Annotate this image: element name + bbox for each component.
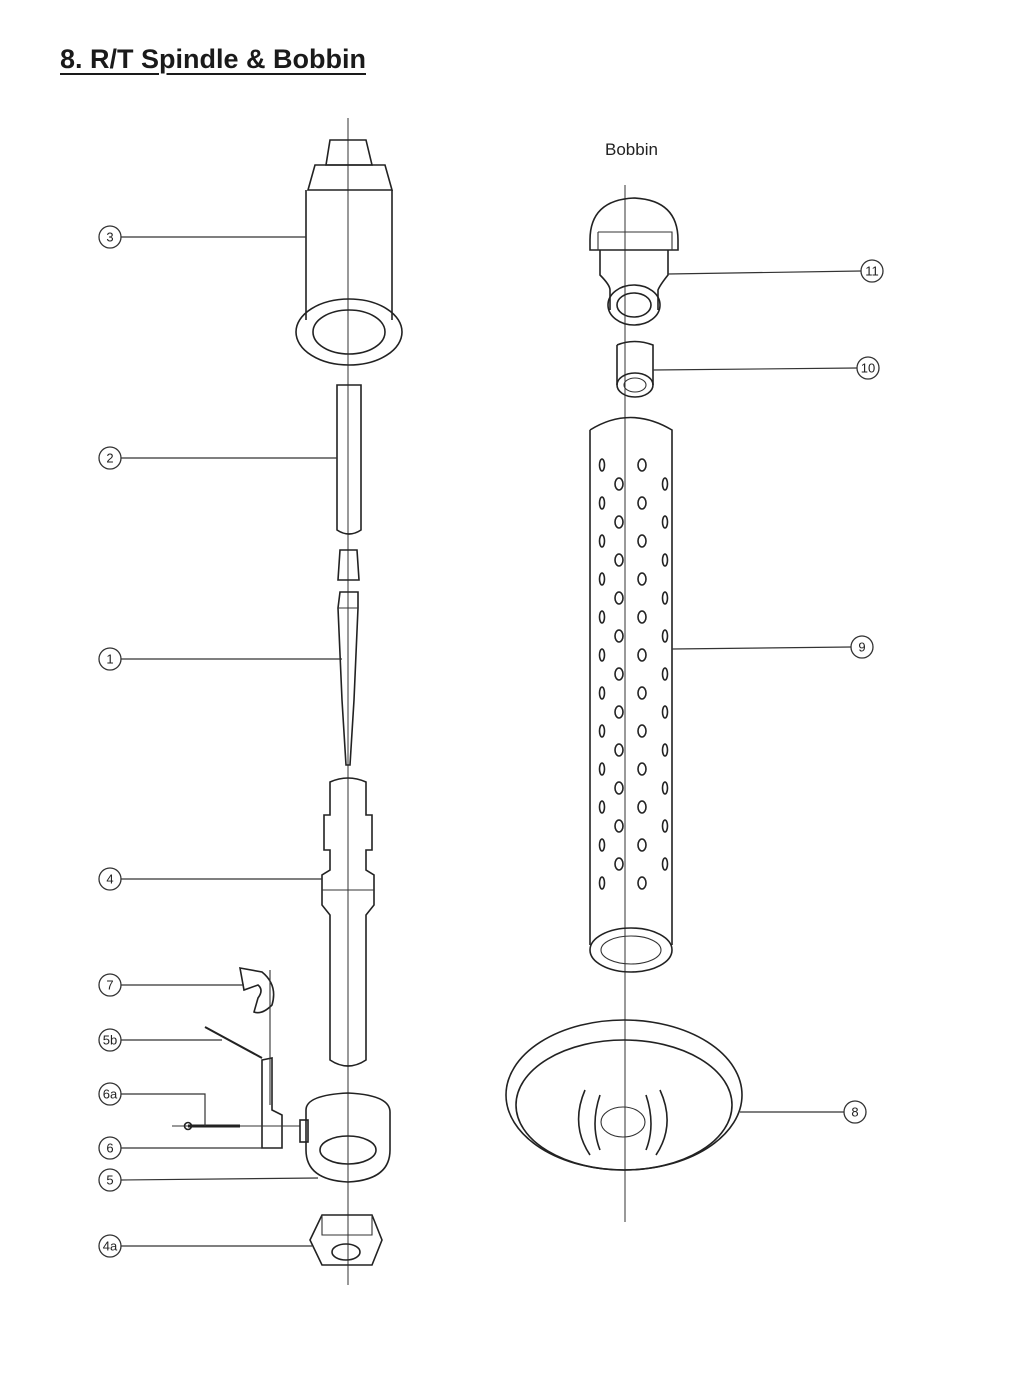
perforation-hole bbox=[661, 667, 669, 681]
svg-text:4a: 4a bbox=[103, 1239, 118, 1254]
callout-11: 11 bbox=[860, 259, 884, 283]
part-4-spindle-body bbox=[321, 777, 375, 1067]
part-5b-wire bbox=[204, 1026, 263, 1059]
perforation-hole bbox=[614, 477, 624, 491]
perforation-hole bbox=[614, 591, 624, 605]
perforation-hole bbox=[637, 838, 647, 852]
bobbin-heading: Bobbin bbox=[605, 140, 658, 159]
svg-text:5b: 5b bbox=[103, 1033, 117, 1048]
perforation-hole bbox=[661, 629, 669, 643]
perforation-hole bbox=[661, 553, 669, 567]
perforation-hole bbox=[598, 534, 606, 548]
perforation-hole bbox=[661, 781, 669, 795]
svg-text:7: 7 bbox=[106, 978, 113, 993]
perforation-hole bbox=[598, 610, 606, 624]
perforation-hole bbox=[637, 724, 647, 738]
callout-5: 5 bbox=[98, 1168, 122, 1192]
part-8-base bbox=[505, 1019, 743, 1171]
leader-lines bbox=[120, 236, 862, 1247]
perforation-hole bbox=[598, 762, 606, 776]
perforation-hole bbox=[598, 686, 606, 700]
part-6a-screw bbox=[172, 1121, 300, 1131]
callout-3: 3 bbox=[98, 225, 122, 249]
part-4a-nut bbox=[309, 1214, 383, 1266]
perforation-hole bbox=[661, 743, 669, 757]
callout-10: 10 bbox=[856, 356, 880, 380]
svg-text:8: 8 bbox=[851, 1105, 858, 1120]
perforation-hole bbox=[598, 496, 606, 510]
perforation-hole bbox=[661, 819, 669, 833]
part-1-spindle bbox=[337, 591, 359, 766]
svg-text:2: 2 bbox=[106, 451, 113, 466]
perforation-hole bbox=[614, 705, 624, 719]
callout-1: 1 bbox=[98, 647, 122, 671]
perforation-hole bbox=[598, 724, 606, 738]
perforation-hole bbox=[661, 857, 669, 871]
perforation-hole bbox=[661, 705, 669, 719]
svg-text:10: 10 bbox=[861, 361, 875, 376]
perforation-hole bbox=[598, 800, 606, 814]
svg-text:9: 9 bbox=[858, 640, 865, 655]
perforation-hole bbox=[598, 458, 606, 472]
perforation-hole bbox=[614, 819, 624, 833]
perforation-hole bbox=[614, 857, 624, 871]
perforation-hole bbox=[637, 762, 647, 776]
part-9-perforated-tube bbox=[589, 416, 673, 973]
perforation-hole bbox=[614, 667, 624, 681]
part-10-sleeve bbox=[616, 340, 654, 398]
perforation-hole bbox=[637, 534, 647, 548]
perforation-hole bbox=[614, 781, 624, 795]
perforation-hole bbox=[614, 515, 624, 529]
perforation-hole bbox=[661, 515, 669, 529]
callout-8: 8 bbox=[843, 1100, 867, 1124]
perforation-hole bbox=[637, 648, 647, 662]
callout-4: 4 bbox=[98, 867, 122, 891]
callout-2: 2 bbox=[98, 446, 122, 470]
svg-text:6: 6 bbox=[106, 1141, 113, 1156]
svg-text:11: 11 bbox=[865, 264, 879, 279]
perforation-hole bbox=[637, 686, 647, 700]
perforation-hole bbox=[661, 477, 669, 491]
perforation-hole bbox=[598, 572, 606, 586]
perforation-hole bbox=[637, 572, 647, 586]
perforation-hole bbox=[598, 838, 606, 852]
perforation-hole bbox=[614, 553, 624, 567]
perforation-hole bbox=[637, 800, 647, 814]
callout-4a: 4a bbox=[98, 1234, 122, 1258]
svg-text:1: 1 bbox=[106, 652, 113, 667]
callout-6: 6 bbox=[98, 1136, 122, 1160]
perforation-hole bbox=[661, 591, 669, 605]
svg-text:4: 4 bbox=[106, 872, 113, 887]
perforation-hole bbox=[637, 610, 647, 624]
part-6-bracket bbox=[261, 970, 283, 1149]
perforation-hole bbox=[637, 876, 647, 890]
perforation-hole bbox=[614, 629, 624, 643]
callout-7: 7 bbox=[98, 973, 122, 997]
callout-5b: 5b bbox=[98, 1028, 122, 1052]
callout-6a: 6a bbox=[98, 1082, 122, 1106]
perforation-hole bbox=[637, 496, 647, 510]
part-3-housing bbox=[295, 139, 403, 366]
perforation-hole bbox=[637, 458, 647, 472]
perforation-hole bbox=[614, 743, 624, 757]
part-11-bobbin-top bbox=[589, 197, 679, 326]
part-7-clip bbox=[239, 967, 275, 1014]
svg-text:6a: 6a bbox=[103, 1087, 118, 1102]
page-title: 8. R/T Spindle & Bobbin bbox=[60, 44, 366, 74]
part-2-rod bbox=[336, 384, 362, 581]
svg-text:5: 5 bbox=[106, 1173, 113, 1188]
svg-text:3: 3 bbox=[106, 230, 113, 245]
callout-9: 9 bbox=[850, 635, 874, 659]
perforation-hole bbox=[598, 648, 606, 662]
part-5-collar bbox=[299, 1092, 391, 1183]
perforation-hole bbox=[598, 876, 606, 890]
